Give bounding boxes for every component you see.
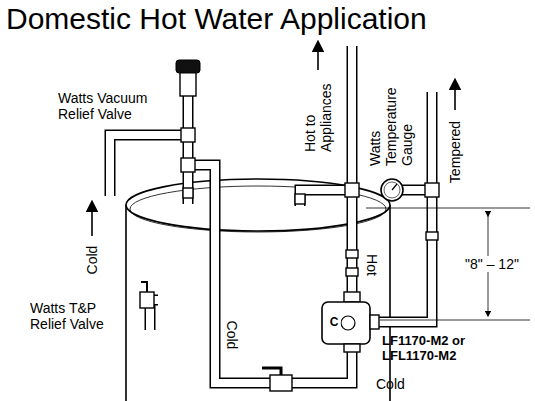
flow-label: Hot <box>364 254 380 276</box>
model-number: LF1170-M2 or LFL1170-M2 <box>382 334 482 364</box>
flow-label: Cold <box>84 246 100 275</box>
port-mark: C <box>328 316 341 330</box>
flow-label: Hot to Appliances <box>302 72 334 152</box>
part-name: Watts T&P Relief Valve <box>30 300 130 332</box>
piping <box>110 46 432 383</box>
flow-arrows <box>92 46 455 236</box>
dimension: "8" – 12" <box>463 256 521 272</box>
tp-relief-valve <box>140 282 154 308</box>
temperature-gauge <box>381 179 403 201</box>
dimension-lines <box>366 208 530 320</box>
part-name: Watts Vacuum Relief Valve <box>58 90 163 122</box>
flow-label: Cold <box>224 321 240 350</box>
mixing-valve <box>322 292 379 352</box>
vacuum-relief-valve <box>176 60 200 96</box>
ball-valve <box>262 368 292 391</box>
part-name: Watts Temperature Gauge <box>367 74 415 166</box>
flow-label: Cold <box>376 376 405 392</box>
flow-label: Tempered <box>447 121 463 183</box>
diagram-title: Domestic Hot Water Application <box>6 2 427 35</box>
